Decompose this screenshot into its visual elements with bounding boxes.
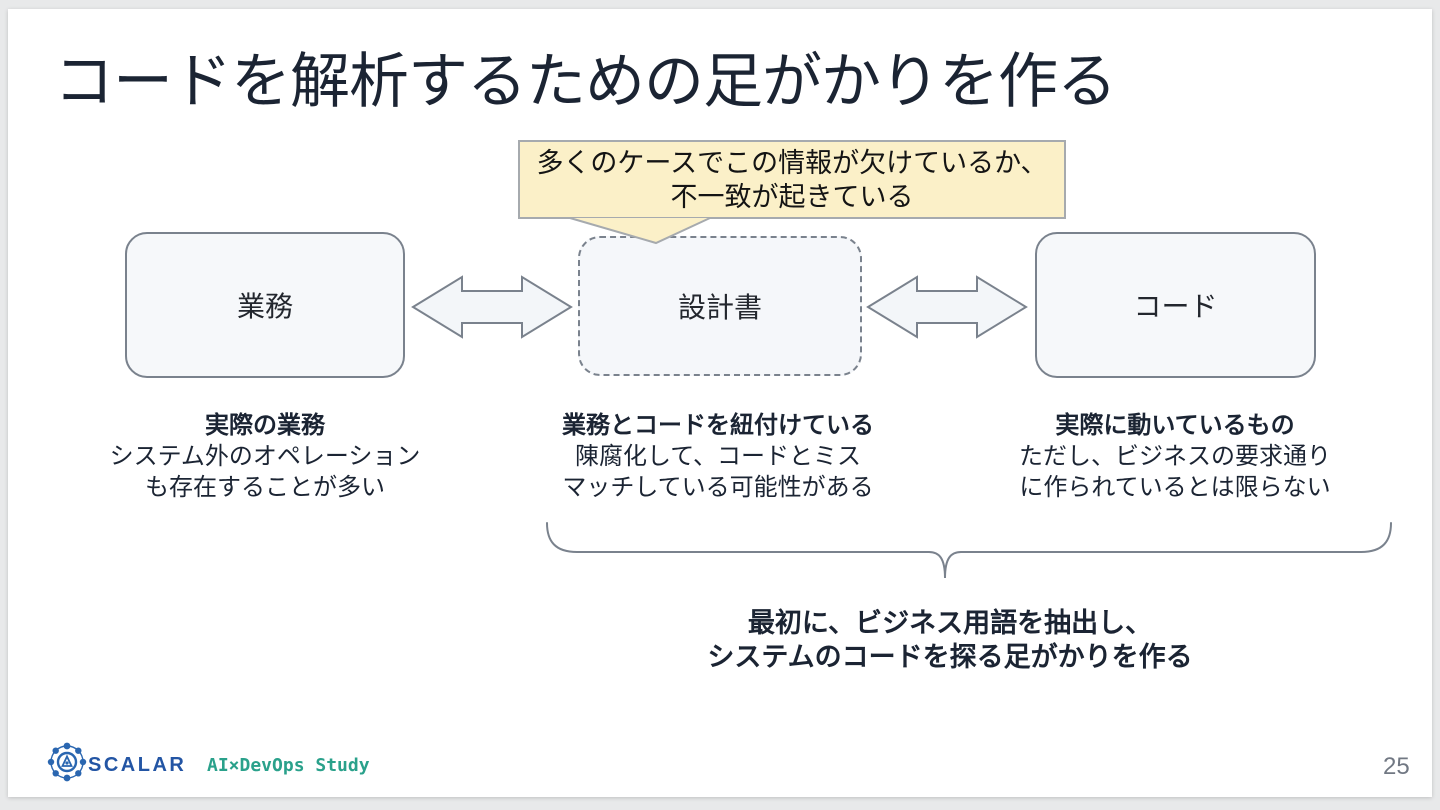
event-name: AI×DevOps Study xyxy=(207,755,370,776)
caption-business-title: 実際の業務 xyxy=(205,412,325,439)
slide-title: コードを解析するための足がかりを作る xyxy=(54,48,1117,115)
scalar-logo-icon xyxy=(47,742,87,782)
node-code: コード xyxy=(1035,232,1316,378)
caption-design-doc: 業務とコードを紐付けている 陳腐化して、コードとミス マッチしている可能性がある xyxy=(518,410,918,503)
callout-line-2: 不一致が起きている xyxy=(670,181,914,212)
callout-tail xyxy=(569,217,711,245)
caption-design-doc-body-2: マッチしている可能性がある xyxy=(562,474,874,501)
node-design-doc-label: 設計書 xyxy=(677,292,762,323)
double-arrow-icon xyxy=(866,275,1028,339)
caption-business-body-2: も存在することが多い xyxy=(145,474,385,501)
callout-bubble: 多くのケースでこの情報が欠けているか、 不一致が起きている xyxy=(518,140,1066,219)
node-design-doc: 設計書 xyxy=(578,236,862,376)
node-code-label: コード xyxy=(1133,291,1218,322)
double-arrow-icon xyxy=(411,275,573,339)
node-business: 業務 xyxy=(125,232,405,378)
curly-brace xyxy=(546,522,1392,579)
caption-code: 実際に動いているもの ただし、ビジネスの要求通り に作られているとは限らない xyxy=(975,410,1375,503)
node-business-label: 業務 xyxy=(236,291,293,322)
conclusion-note: 最初に、ビジネス用語を抽出し、 システムのコードを探る足がかりを作る xyxy=(550,606,1350,674)
page-number: 25 xyxy=(1383,753,1410,780)
brand-wordmark: SCALAR xyxy=(88,754,187,776)
callout-line-1: 多くのケースでこの情報が欠けているか、 xyxy=(536,147,1048,178)
caption-design-doc-title: 業務とコードを紐付けている xyxy=(562,412,874,439)
caption-business-body-1: システム外のオペレーション xyxy=(109,443,421,470)
conclusion-note-line-2: システムのコードを探る足がかりを作る xyxy=(707,642,1193,672)
caption-business: 実際の業務 システム外のオペレーション も存在することが多い xyxy=(65,410,465,503)
caption-code-body-1: ただし、ビジネスの要求通り xyxy=(1019,443,1331,470)
caption-design-doc-body-1: 陳腐化して、コードとミス xyxy=(574,443,862,470)
slide-background xyxy=(8,9,1432,797)
caption-code-body-2: に作られているとは限らない xyxy=(1019,474,1331,501)
caption-code-title: 実際に動いているもの xyxy=(1055,412,1295,439)
conclusion-note-line-1: 最初に、ビジネス用語を抽出し、 xyxy=(747,608,1153,638)
